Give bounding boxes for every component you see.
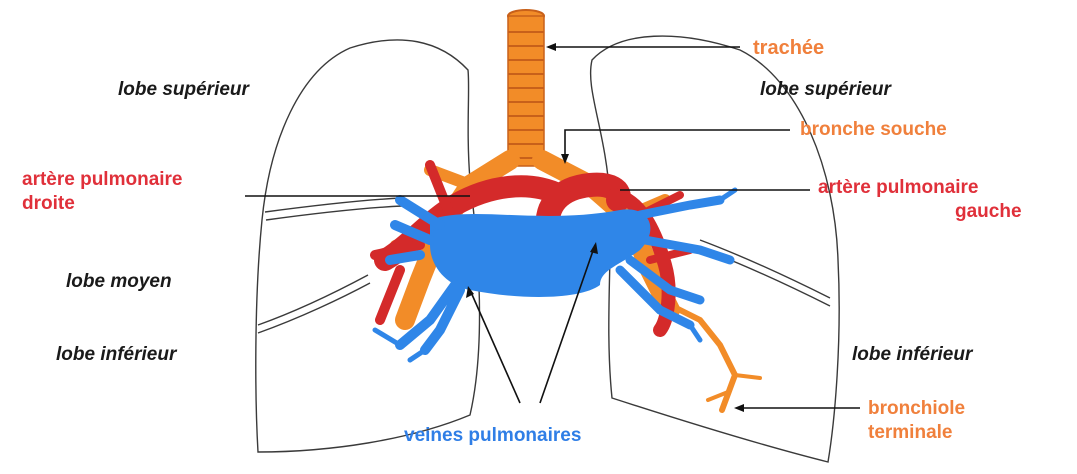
label-trachee: trachée: [753, 36, 824, 60]
label-lobe-superieur-droit: lobe supérieur: [118, 78, 249, 102]
right-oblique-fissure: [258, 275, 368, 325]
label-lobe-superieur-gauche: lobe supérieur: [760, 78, 891, 102]
label-bronche-souche: bronche souche: [800, 118, 947, 142]
label-lobe-moyen: lobe moyen: [66, 270, 172, 294]
label-bronchiole-line1: bronchiole: [868, 397, 965, 421]
left-oblique-fissure: [700, 240, 830, 298]
right-oblique-fissure-2: [258, 283, 370, 333]
label-lobe-inferieur-gauche: lobe inférieur: [852, 343, 972, 367]
label-artere-gauche-line1: artère pulmonaire: [818, 176, 979, 200]
left-atrium: [430, 209, 650, 297]
label-artere-droite-line2: droite: [22, 192, 75, 216]
right-horizontal-fissure-2: [266, 206, 402, 220]
label-bronchiole-line2: terminale: [868, 421, 952, 445]
label-artere-droite-line1: artère pulmonaire: [22, 168, 183, 192]
right-horizontal-fissure: [265, 198, 402, 212]
label-artere-gauche-line2: gauche: [955, 200, 1022, 224]
label-veines-pulmonaires: veines pulmonaires: [404, 424, 581, 448]
label-lobe-inferieur-droit: lobe inférieur: [56, 343, 176, 367]
